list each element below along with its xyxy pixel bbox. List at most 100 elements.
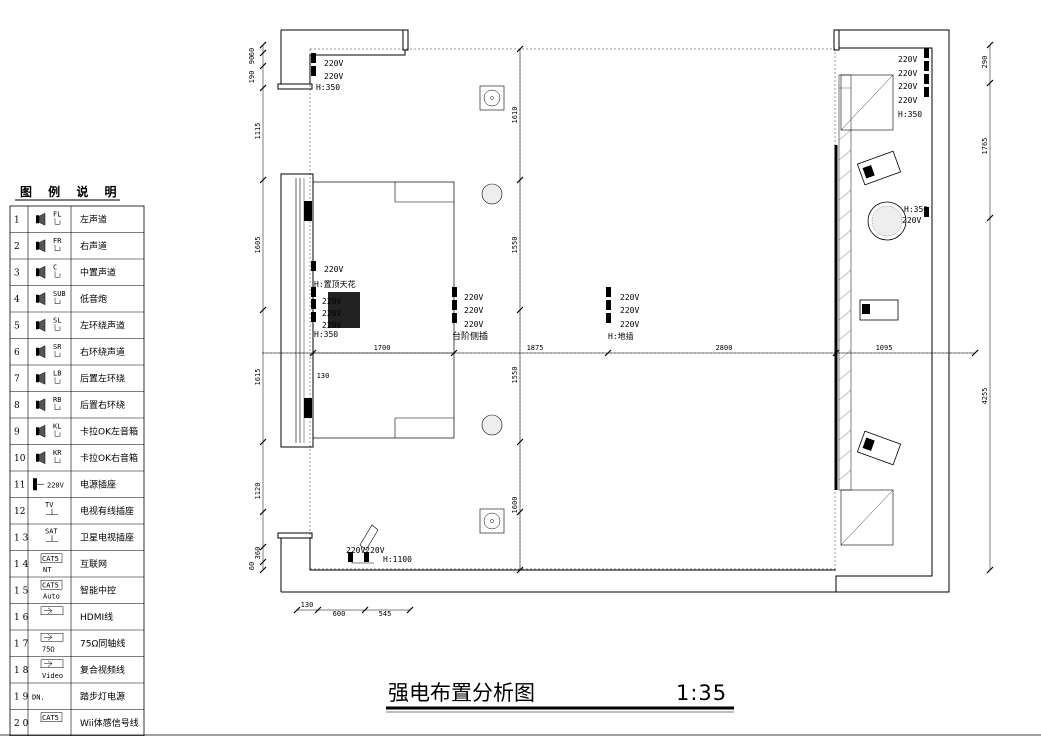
legend-heading: 图 例 说 明 (20, 184, 123, 199)
legend-table: 图 例 说 明 1FL左声道2FR右声道3C中置声道4SUB低音炮5SL左环绕声… (9, 184, 145, 736)
dimension-tick (986, 214, 994, 222)
legend-row-number: 10 (14, 454, 26, 464)
voltage-label: 220V (324, 72, 343, 81)
dimension-tick (971, 349, 979, 357)
voltage-label: 220V (620, 306, 639, 315)
power-socket-icon (311, 299, 316, 309)
dimension-label: 1095 (876, 344, 893, 352)
voltage-label: 220V (464, 306, 483, 315)
double-voltage-label: 220V220V (346, 546, 385, 555)
dimension-label: 1700 (374, 344, 391, 352)
cable-icon (40, 606, 64, 615)
legend-row-code: SR (53, 343, 62, 351)
legend-row-description: 互联网 (80, 559, 107, 570)
dimension-tick (259, 84, 267, 92)
dimension-tick (259, 508, 267, 516)
legend-row-description: 右环绕声道 (80, 346, 125, 358)
voltage-label: 220V (322, 321, 341, 330)
dimension-label: 545 (379, 610, 392, 618)
legend-row-description: 后置右环绕 (80, 399, 125, 411)
voltage-label: 220V (324, 265, 343, 274)
legend-row-number: 3 (14, 268, 20, 278)
dimension-tick (259, 306, 267, 314)
dimension-label: 60 (248, 562, 256, 570)
dimension-tick (986, 41, 994, 49)
speaker-icon (36, 215, 39, 224)
dimension-label: 1115 (254, 123, 262, 140)
legend-row-number: 7 (14, 374, 20, 384)
power-socket-icon (311, 287, 316, 297)
legend-row-description: 后置左环绕 (80, 372, 125, 384)
legend-row-number: 2 0 (14, 719, 29, 729)
dimension-tick (832, 349, 840, 357)
power-socket-icon (924, 48, 929, 58)
dimension-tick (516, 176, 524, 184)
title-block: 强电布置分析图 1:35 (386, 681, 734, 713)
legend-row-description: 卫星电视插座 (80, 531, 134, 543)
dimension-label: 1615 (254, 369, 262, 386)
legend-row-code: FL (53, 210, 61, 218)
legend-row-code: CAT5 (42, 555, 59, 563)
legend-row-number: 1 3 (14, 533, 29, 543)
legend-row-number: 1 8 (14, 666, 29, 676)
legend-row-code: 75Ω (42, 645, 55, 653)
legend-row-description: 智能中控 (80, 584, 116, 596)
legend-row-number: 1 7 (14, 639, 29, 649)
power-socket-icon (364, 552, 369, 562)
legend-row: 2 0 CAT5 Wii体感信号线 (14, 712, 139, 729)
legend-row-description: HDMI线 (80, 611, 113, 623)
power-socket-icon (452, 313, 457, 323)
legend-row-code: 220V (47, 481, 65, 489)
height-label: H:350 (316, 83, 340, 92)
legend-row-number: 6 (14, 348, 20, 358)
legend-row-code: SL (53, 316, 61, 324)
legend-row-code: CAT5 (42, 714, 59, 722)
dimension-label: 1875 (527, 344, 544, 352)
legend-row-description: Wii体感信号线 (80, 717, 139, 729)
speaker-icon (36, 241, 39, 250)
legend-row-description: 中置声道 (80, 266, 116, 278)
dimension-label: 90 (248, 56, 256, 64)
legend-row-code: DN. (32, 693, 45, 701)
legend-row-code: KL (53, 422, 61, 430)
voltage-label: 220V (464, 320, 483, 329)
dimension-tick (259, 558, 267, 566)
legend-row-code: KR (53, 449, 62, 457)
dimension-tick (259, 566, 267, 574)
power-socket-icon (452, 300, 457, 310)
voltage-label: 220V (898, 69, 917, 78)
legend-row-number: 9 (14, 427, 20, 437)
speaker-icon (36, 427, 39, 436)
power-socket-icon (311, 53, 316, 63)
speaker-icon (36, 400, 39, 409)
legend-row-number: 5 (14, 321, 20, 331)
dimension-label: 1120 (254, 483, 262, 500)
dimension-tick (450, 349, 458, 357)
power-socket-icon (606, 300, 611, 310)
dimension-tick (259, 62, 267, 70)
speaker-icon (36, 268, 39, 277)
dimension-label: 290 (981, 56, 989, 69)
floor-socket-label: H:地插 (608, 331, 634, 341)
dimension-tick (293, 606, 301, 614)
drawing-scale: 1:35 (676, 681, 727, 705)
power-socket-icon (924, 74, 929, 84)
dimension-tick (309, 349, 317, 357)
power-socket-icon (606, 313, 611, 323)
legend-row-code: SUB (53, 290, 66, 298)
legend-row-code2: NT (43, 566, 52, 574)
legend-row-description: 踏步灯电源 (80, 690, 125, 702)
dimension-label: 60 (248, 48, 256, 56)
power-socket-icon (924, 61, 929, 71)
legend-row-number: 2 (14, 242, 20, 252)
